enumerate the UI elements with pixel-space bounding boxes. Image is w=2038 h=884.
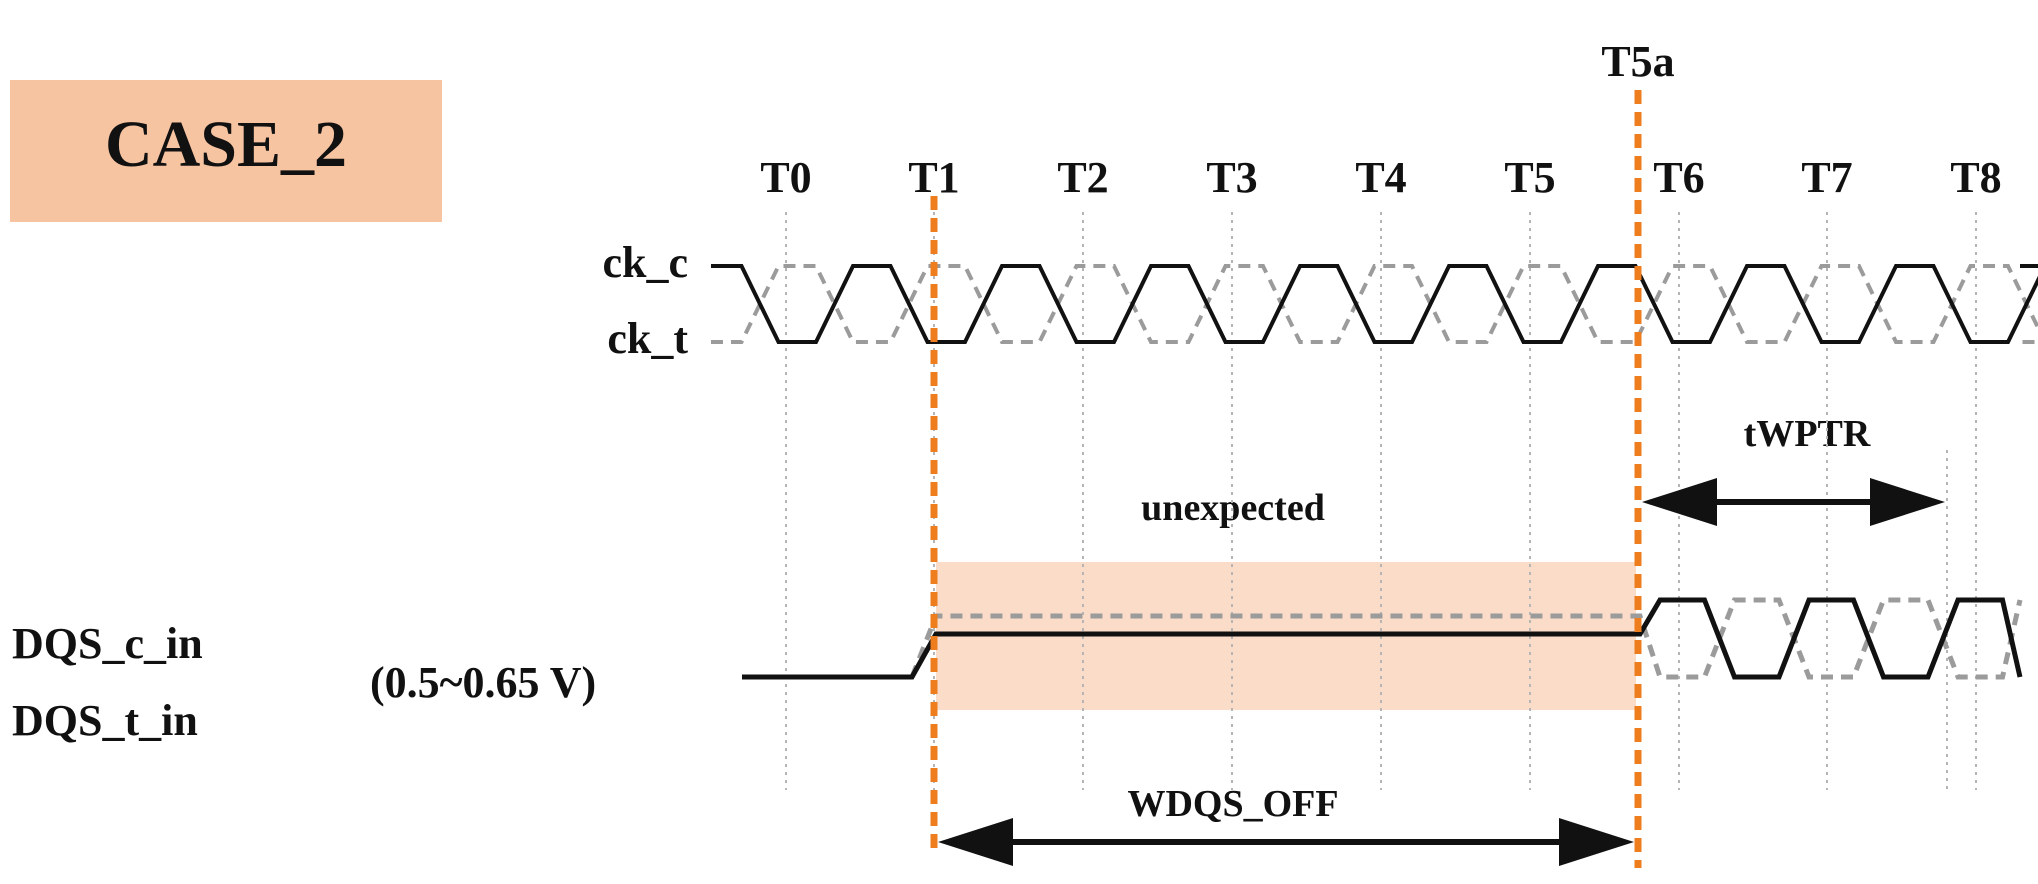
signal-label-dqs-c-in: DQS_c_in [12, 619, 203, 668]
time-label-t7: T7 [1801, 153, 1852, 202]
time-label-t1: T1 [908, 153, 959, 202]
time-label-t6: T6 [1653, 153, 1704, 202]
case-label: CASE_2 [105, 108, 347, 181]
signal-label-ck-t: ck_t [607, 314, 688, 363]
time-label-t4: T4 [1355, 153, 1406, 202]
time-label-t3: T3 [1206, 153, 1257, 202]
twptr-arrow-left-head [1642, 478, 1717, 526]
voltage-label: (0.5~0.65 V) [370, 658, 596, 707]
time-label-t5: T5 [1504, 153, 1555, 202]
case-label-box [10, 80, 442, 222]
time-label-t8: T8 [1950, 153, 2001, 202]
twptr-label: tWPTR [1744, 413, 1871, 455]
ck-c-waveform [711, 264, 2038, 344]
time-label-t5a: T5a [1601, 37, 1674, 86]
wdqs-off-arrow-left-head [938, 818, 1013, 866]
dqs-c-in-waveform [742, 597, 2023, 680]
time-label-t2: T2 [1057, 153, 1108, 202]
wdqs-off-arrow-right-head [1559, 818, 1634, 866]
twptr-arrow-right-head [1870, 478, 1945, 526]
time-label-t0: T0 [760, 153, 811, 202]
signal-label-dqs-t-in: DQS_t_in [12, 696, 198, 745]
signal-label-ck-c: ck_c [602, 238, 688, 287]
